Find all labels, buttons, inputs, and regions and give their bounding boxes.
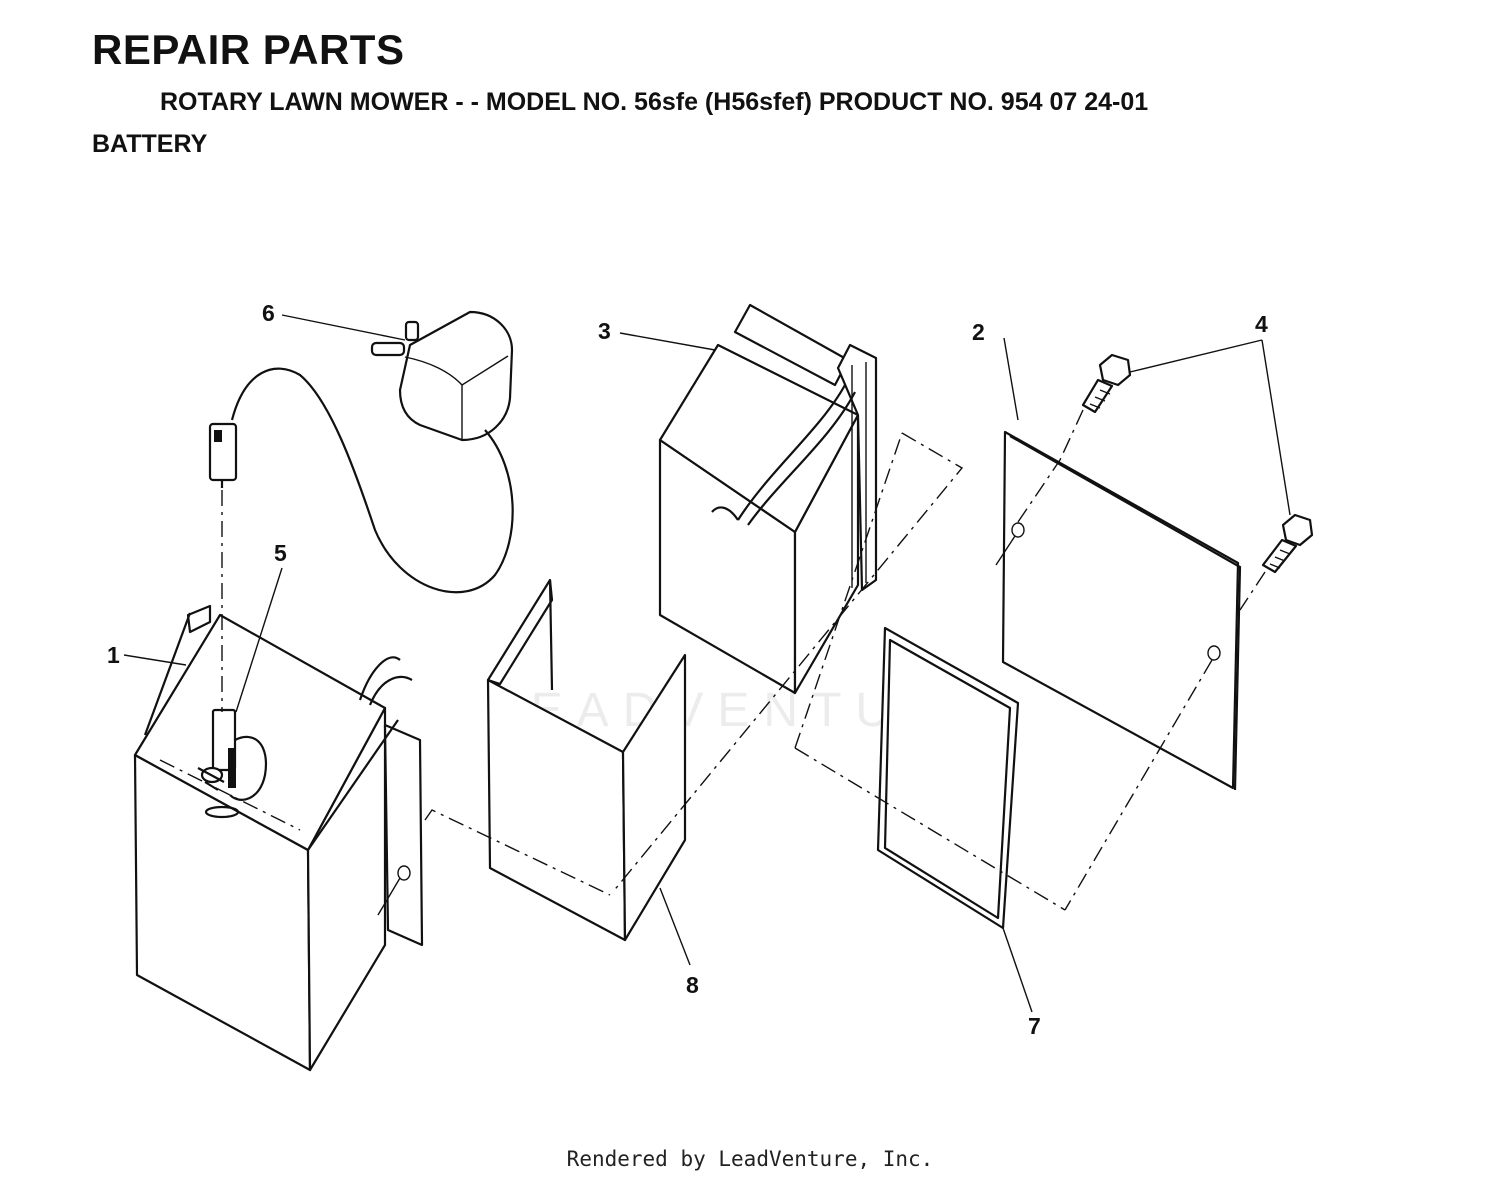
- callout-4: 4: [1255, 311, 1268, 337]
- callout-5: 5: [274, 540, 287, 566]
- part-4-bolts[interactable]: [1059, 353, 1314, 611]
- callout-3: 3: [598, 318, 611, 344]
- leader-lines: [123, 314, 1291, 1013]
- callout-8: 8: [686, 972, 699, 998]
- model-subtitle: ROTARY LAWN MOWER - - MODEL NO. 56sfe (H…: [160, 88, 1149, 116]
- part-3-battery[interactable]: [611, 303, 964, 894]
- callout-6: 6: [262, 300, 275, 326]
- part-7-pad[interactable]: [794, 432, 1066, 930]
- callout-1: 1: [107, 642, 120, 668]
- part-5-connector[interactable]: [197, 708, 268, 801]
- part-2-cover-plate[interactable]: [995, 430, 1242, 911]
- callout-2: 2: [972, 319, 985, 345]
- part-8-insulator[interactable]: [424, 578, 687, 942]
- section-title: BATTERY: [92, 130, 208, 158]
- part-1-battery-box[interactable]: [133, 604, 424, 1072]
- part-6-charger[interactable]: [208, 310, 514, 712]
- callout-7: 7: [1028, 1013, 1041, 1039]
- footer-credit: Rendered by LeadVenture, Inc.: [566, 1147, 934, 1171]
- page-title: REPAIR PARTS: [92, 26, 405, 73]
